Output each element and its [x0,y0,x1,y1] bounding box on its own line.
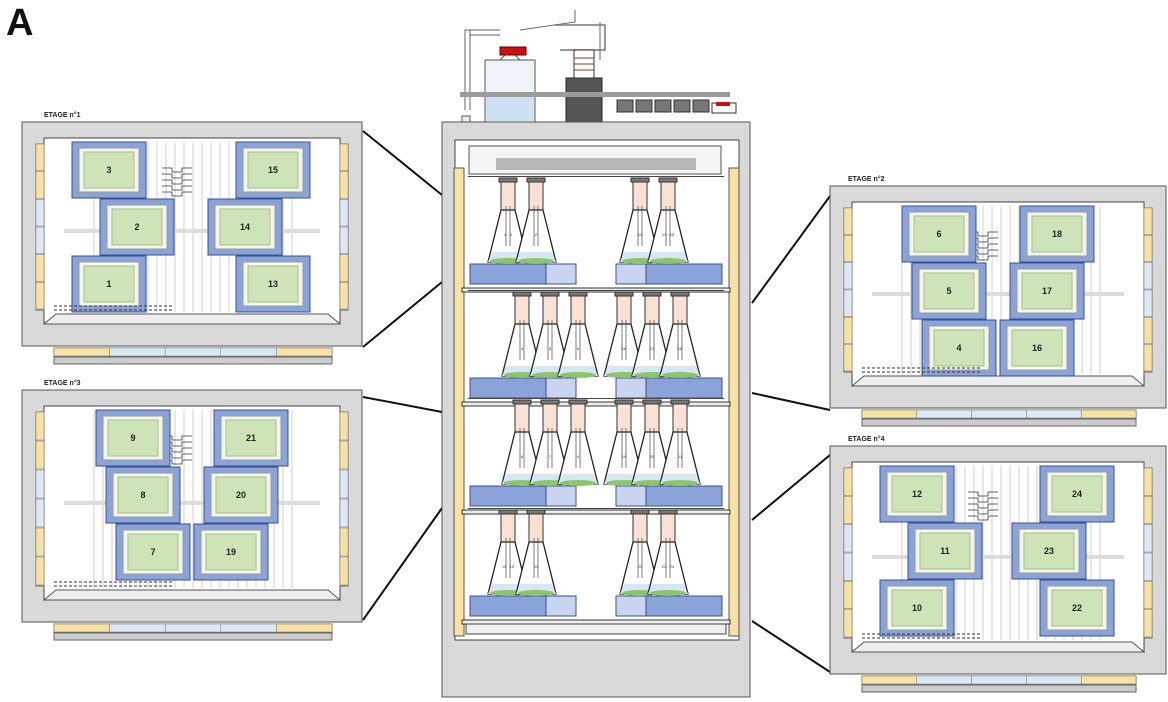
plate-position-12: 12 [879,465,955,523]
floor-1-label: ETAGE n°1 [44,112,81,119]
flask-label: 20 [650,454,655,459]
plate-position-13: 13 [235,255,311,313]
plate-number: 2 [134,222,139,232]
plate-number: 8 [140,490,145,500]
plate-number: 7 [150,547,155,557]
plate-number: 23 [1044,546,1054,556]
plate-position-24: 24 [1039,465,1115,523]
flask: 13 : 15 [647,177,689,264]
flask: 6 [557,291,599,378]
figure-letter: A [6,2,34,44]
flask-label: 11 [534,564,539,569]
plate-position-21: 21 [213,409,289,467]
plate-number: 11 [940,546,950,556]
plate-position-1: 1 [71,255,147,313]
flask-label: 7 [549,454,552,459]
plate-number: 13 [268,279,278,289]
plate-number: 15 [268,165,278,175]
flask: 11 [515,509,557,596]
floor-3-label: ETAGE n°3 [44,380,81,387]
plate-position-3: 3 [71,141,147,199]
flask-label: 21 [678,454,683,459]
flask: 22 : 24 [647,509,689,596]
flask: 17 [631,291,673,378]
flask: 21 [659,399,701,486]
cabinet-shelf-3: 8 7 9 19 20 21 [461,398,731,515]
flask: 18 [659,291,701,378]
flask: 2 [515,177,557,264]
flask-label: 2 [535,232,538,237]
floor-2-label: ETAGE n°2 [848,176,885,183]
plate-position-5: 5 [911,262,987,320]
plate-position-22: 22 [1039,579,1115,637]
plate-number: 1 [106,279,111,289]
plate-position-23: 23 [1011,522,1087,580]
plate-number: 6 [936,229,941,239]
flask: 8 [501,399,543,486]
plate-position-11: 11 [907,522,983,580]
flask-label: 9 [577,454,580,459]
plate-number: 18 [1052,229,1062,239]
plate-position-7: 7 [115,523,191,581]
plate-number: 3 [106,165,111,175]
plate-number: 24 [1072,489,1082,499]
plate-number: 19 [226,547,236,557]
plate-number: 4 [956,343,961,353]
plate-position-14: 14 [207,198,283,256]
floor-4-label: ETAGE n°4 [848,436,885,443]
flask-label: 16 [622,346,627,351]
plate-position-17: 17 [1009,262,1085,320]
plate-number: 12 [912,489,922,499]
plate-position-20: 20 [203,466,279,524]
plate-position-8: 8 [105,466,181,524]
plate-position-4: 4 [921,319,997,377]
plate-number: 10 [912,603,922,613]
flask-label: 17 [650,346,655,351]
flask-label: 14 [638,232,643,237]
floor-panel-3: 9 21 8 20 7 19 [21,389,363,641]
flask-label: 8 [521,454,524,459]
top-equipment [460,10,737,123]
flask: 9 [557,399,599,486]
plate-number: 9 [130,433,135,443]
plate-position-6: 6 [901,205,977,263]
flask-label: 23 [638,564,643,569]
floor-panel-4: 12 24 11 23 10 22 [829,445,1167,693]
flask-label: 10 : 12 [502,564,515,569]
plate-position-10: 10 [879,579,955,637]
plate-number: 17 [1042,286,1052,296]
floor-panel-2: 6 18 5 17 4 16 [829,185,1167,427]
flask-label: 6 [577,346,580,351]
floor-panel-1: 3 15 2 14 1 13 [21,121,363,365]
plate-position-19: 19 [193,523,269,581]
plate-position-15: 15 [235,141,311,199]
flask: 1 : 3 [487,177,529,264]
flask: 4 [501,291,543,378]
cabinet-shelf-2: 4 5 6 16 17 18 [461,290,731,407]
flask-label: 22 : 24 [662,564,675,569]
flask-label: 18 [678,346,683,351]
connector-lines [362,130,831,673]
cabinet: 1 : 3 2 14 13 : 15 4 5 6 16 17 18 8 7 9 19 20 21 10 : 12… [441,10,751,698]
flask-label: 5 [549,346,552,351]
flask-label: 13 : 15 [662,232,675,237]
cabinet-shelf-4: 10 : 12 11 23 22 : 24 [461,508,731,625]
flask-label: 19 [622,454,627,459]
plate-number: 20 [236,490,246,500]
plate-number: 5 [946,286,951,296]
plate-number: 22 [1072,603,1082,613]
plate-position-16: 16 [999,319,1075,377]
plate-number: 16 [1032,343,1042,353]
plate-position-2: 2 [99,198,175,256]
plate-number: 21 [246,433,256,443]
flask-label: 4 [521,346,524,351]
plate-position-18: 18 [1019,205,1095,263]
plate-number: 14 [240,222,250,232]
flask-label: 1 : 3 [504,232,513,237]
plate-position-9: 9 [95,409,171,467]
